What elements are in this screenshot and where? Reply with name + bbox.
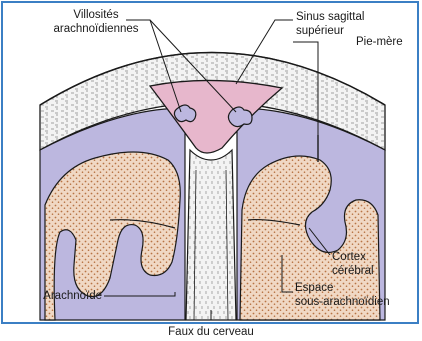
label-sinus: Sinus sagittal supérieur	[296, 10, 406, 38]
label-arachnoide: Arachnoïde	[40, 289, 102, 303]
label-cortex: Cortex cérébral	[332, 250, 422, 278]
label-faux: Faux du cerveau	[0, 324, 422, 341]
label-pie-mere: Pie-mère	[356, 35, 403, 49]
falx-cerebri	[186, 150, 236, 320]
label-villosites: Villosités arachnoïdiennes	[40, 8, 152, 36]
label-espace: Espace sous-arachnoïdien	[295, 281, 390, 309]
